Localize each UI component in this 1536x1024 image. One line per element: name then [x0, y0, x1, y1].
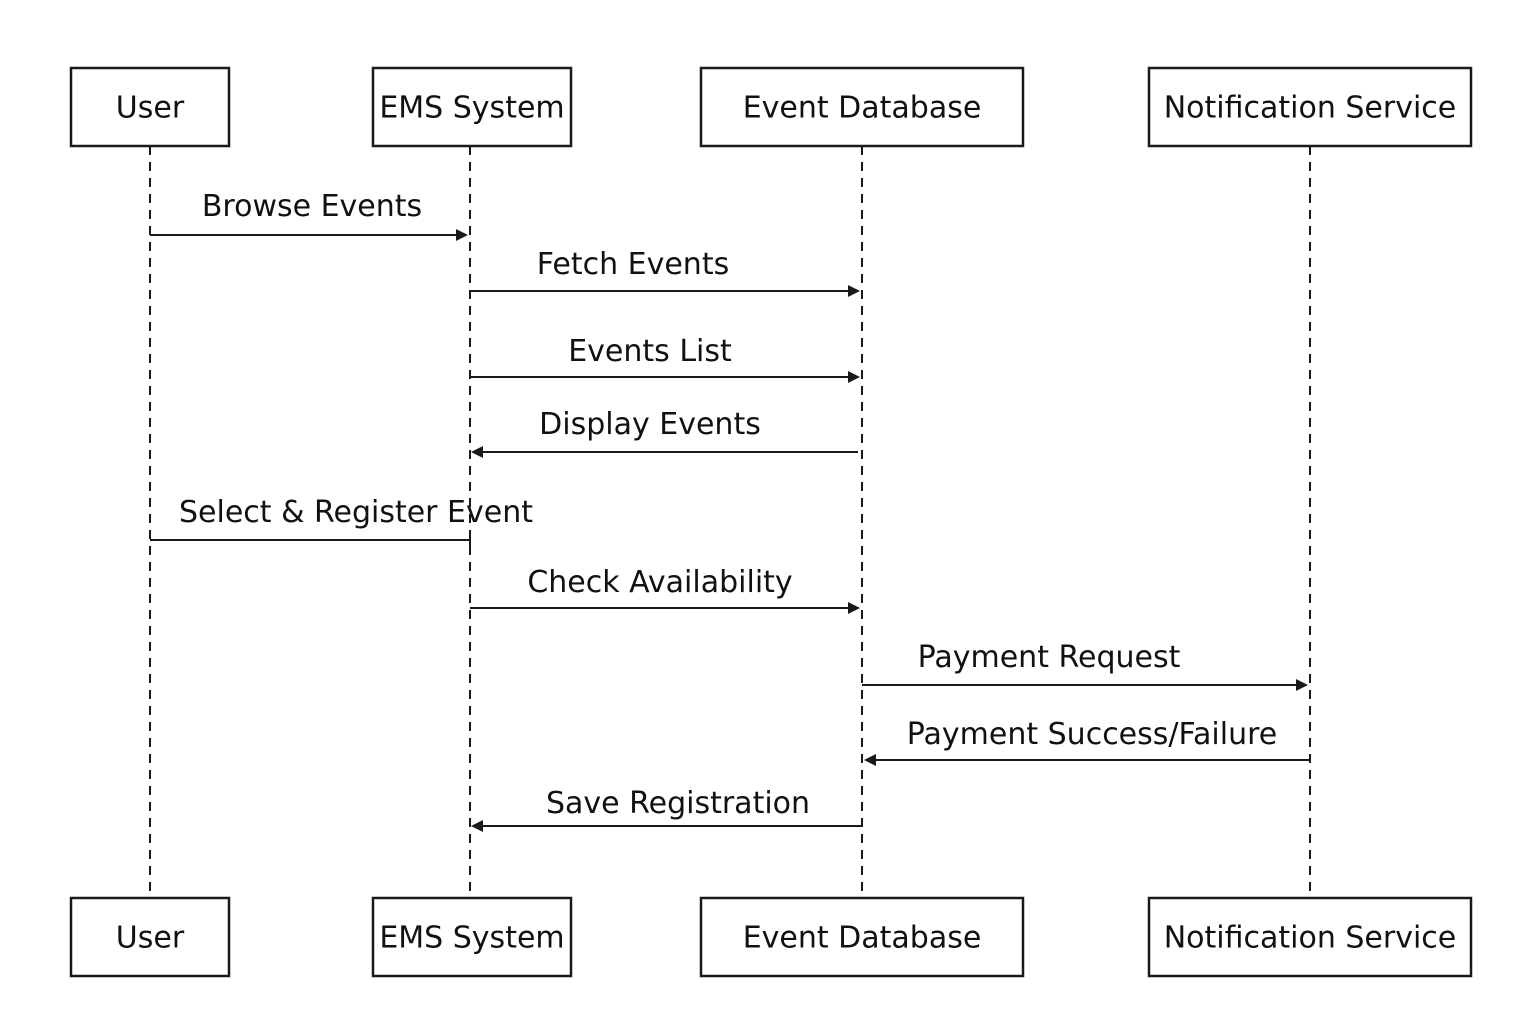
message-label: Check Availability: [527, 565, 792, 600]
message-fetch-events: Fetch Events: [470, 247, 860, 297]
message-display-events: Display Events: [471, 407, 858, 458]
message-select-register-event: Select & Register Event: [150, 495, 533, 546]
message-label: Events List: [568, 334, 732, 369]
message-browse-events: Browse Events: [150, 189, 468, 241]
participant-label: Notification Service: [1164, 91, 1457, 126]
message-label: Payment Success/Failure: [907, 717, 1277, 752]
participant-notify-bottom: Notification Service: [1147, 896, 1473, 978]
participant-label: EMS System: [379, 91, 564, 126]
participant-db-top: Event Database: [699, 66, 1025, 148]
message-check-availability: Check Availability: [470, 565, 860, 614]
message-label: Browse Events: [202, 189, 422, 224]
participant-label: Notification Service: [1164, 921, 1457, 956]
participant-label: User: [116, 921, 185, 956]
participant-ems-top: EMS System: [371, 66, 573, 148]
message-label: Payment Request: [918, 640, 1181, 675]
message-label: Display Events: [539, 407, 761, 442]
message-events-list: Events List: [470, 334, 860, 383]
participant-notify-top: Notification Service: [1147, 66, 1473, 148]
participant-label: Event Database: [743, 921, 982, 956]
participant-label: EMS System: [379, 921, 564, 956]
participant-user-bottom: User: [69, 896, 231, 978]
participant-user-top: User: [69, 66, 231, 148]
participant-ems-bottom: EMS System: [371, 896, 573, 978]
message-label: Fetch Events: [537, 247, 729, 282]
message-label: Save Registration: [546, 786, 810, 821]
message-payment-success-failure: Payment Success/Failure: [864, 717, 1310, 766]
message-label: Select & Register Event: [179, 495, 533, 530]
participant-label: Event Database: [743, 91, 982, 126]
message-payment-request: Payment Request: [862, 640, 1308, 691]
message-save-registration: Save Registration: [471, 786, 862, 832]
participant-label: User: [116, 91, 185, 126]
participant-db-bottom: Event Database: [699, 896, 1025, 978]
